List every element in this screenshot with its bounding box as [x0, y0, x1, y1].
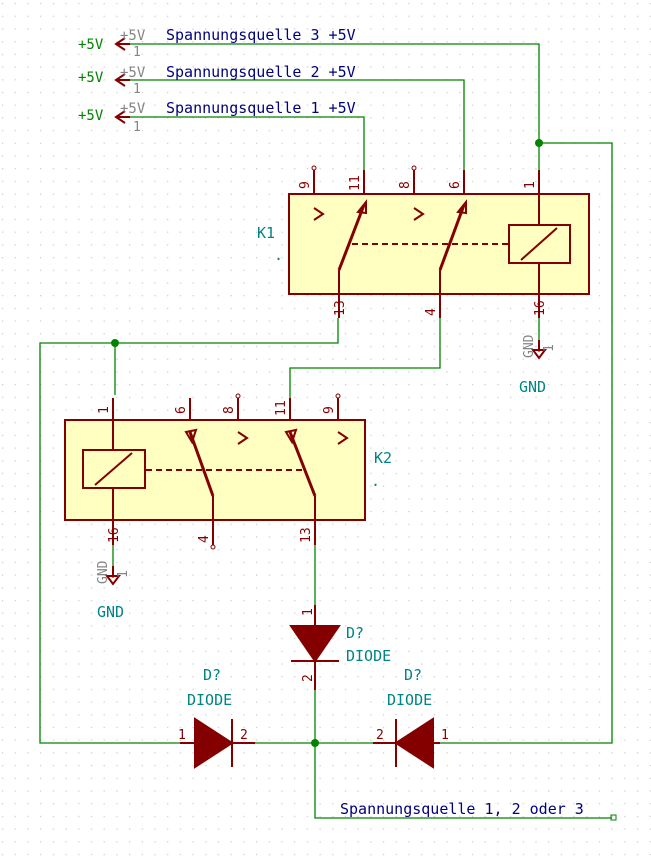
diode-vertical-body	[289, 625, 341, 663]
wire-source-1[interactable]	[116, 116, 365, 180]
junction-dot	[111, 339, 119, 347]
source-label: Spannungsquelle 1 +5V	[166, 99, 356, 117]
k2-pin-9: 9	[322, 406, 337, 414]
k2-pin-11: 11	[274, 400, 289, 416]
diode-vertical-pin1: 1	[301, 608, 316, 616]
k2-pin-16: 16	[107, 527, 122, 543]
k2-pin-6: 6	[174, 406, 189, 414]
output-terminal	[610, 814, 617, 821]
power-pin-num: 1	[133, 82, 141, 97]
source-label: Spannungsquelle 2 +5V	[166, 63, 356, 81]
diode-left-pin1: 1	[178, 728, 186, 743]
diode-right-ref: D?	[404, 666, 422, 684]
k1-pin-8: 8	[398, 181, 413, 189]
gnd-pin-name: GND	[522, 334, 537, 358]
gnd-label: GND	[97, 603, 124, 621]
power-symbol-source-3: +5V +5V 1 Spannungsquelle 3 +5V	[78, 26, 356, 60]
k2-pin-13: 13	[299, 527, 314, 543]
gnd-label: GND	[519, 378, 546, 396]
wire-source-2[interactable]	[116, 79, 465, 180]
diode-left-ref: D?	[203, 666, 221, 684]
wire-k1-13-to-diode[interactable]	[39, 342, 180, 744]
k1-pin-4: 4	[424, 308, 439, 316]
k1-pin-11: 11	[348, 175, 363, 191]
relay-k1-value: .	[274, 246, 283, 264]
diode-left[interactable]: 1 2 D? DIODE	[178, 666, 255, 769]
power-pin-name: +5V	[120, 101, 146, 117]
power-pin-name: +5V	[120, 65, 146, 81]
k2-pin-8: 8	[222, 406, 237, 414]
k2-pin-4: 4	[197, 535, 212, 543]
relay-k2[interactable]: 1 6 8 11 9 16 4 13 K2 .	[64, 393, 392, 550]
diode-right-body	[394, 717, 434, 769]
power-symbol-source-1: +5V +5V 1 Spannungsquelle 1 +5V	[78, 99, 356, 135]
k1-pin-13: 13	[333, 300, 348, 316]
relay-k2-body	[64, 419, 366, 521]
k1-pin-6: 6	[448, 181, 463, 189]
relay-k2-ref: K2	[374, 449, 392, 467]
diode-right-pin2: 2	[376, 728, 384, 743]
wire-source-3[interactable]	[116, 43, 613, 744]
diode-right-value: DIODE	[387, 691, 432, 709]
diode-vertical-value: DIODE	[346, 647, 391, 665]
diode-vertical-pin2: 2	[301, 674, 316, 682]
wire-k1-4[interactable]	[289, 318, 441, 398]
diode-vertical[interactable]: 1 2 D? DIODE	[289, 605, 391, 690]
power-pin-num: 1	[133, 120, 141, 135]
output-label: Spannungsquelle 1, 2 oder 3	[340, 800, 584, 818]
k2-pin-1: 1	[97, 406, 112, 414]
power-label: +5V	[78, 37, 104, 53]
diode-left-body	[194, 717, 234, 769]
power-label: +5V	[78, 108, 104, 124]
wire-output[interactable]	[314, 743, 612, 819]
relay-k1[interactable]: 9 11 8 6 1 13 4 16 K1 .	[257, 165, 590, 318]
gnd-symbol-k2: GND 1 GND	[96, 560, 131, 621]
power-symbol-source-2: +5V +5V 1 Spannungsquelle 2 +5V	[78, 63, 356, 97]
wire-k1-13[interactable]	[114, 318, 339, 395]
relay-k1-ref: K1	[257, 224, 275, 242]
k1-pin-1: 1	[523, 181, 538, 189]
wires	[39, 43, 617, 821]
junction-dot	[535, 139, 543, 147]
source-label: Spannungsquelle 3 +5V	[166, 26, 356, 44]
gnd-symbol-k1: GND 1 GND	[519, 334, 557, 396]
power-label: +5V	[78, 70, 104, 86]
junction-dot	[311, 739, 319, 747]
diode-left-pin2: 2	[240, 728, 248, 743]
k1-pin-9: 9	[298, 181, 313, 189]
power-pin-num: 1	[133, 45, 141, 60]
gnd-pin-num: 1	[542, 344, 557, 352]
diode-vertical-ref: D?	[346, 624, 364, 642]
diode-right-pin1: 1	[441, 728, 449, 743]
gnd-pin-name: GND	[96, 560, 111, 584]
diode-right[interactable]: 2 1 D? DIODE	[373, 666, 449, 769]
relay-k2-value: .	[371, 472, 380, 490]
k1-pin-16: 16	[533, 300, 548, 316]
diode-left-value: DIODE	[187, 691, 232, 709]
gnd-pin-num: 1	[116, 570, 131, 578]
power-pin-name: +5V	[120, 28, 146, 44]
